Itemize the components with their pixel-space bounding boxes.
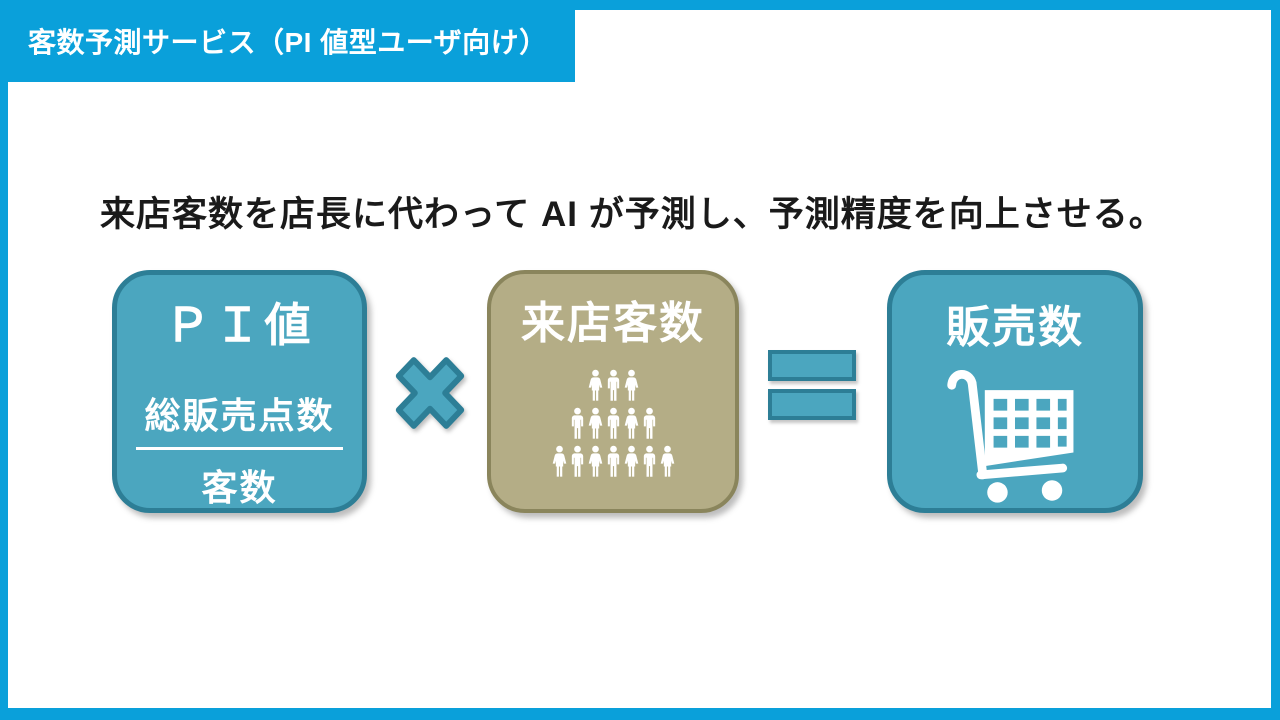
sales-count-box: 販売数 (887, 270, 1143, 513)
fraction-denominator: 客数 (201, 467, 278, 508)
shopping-cart-icon (947, 370, 1074, 503)
person-man-icon (571, 445, 583, 477)
visitor-count-box: 来店客数 (487, 270, 739, 513)
person-woman-icon (624, 407, 638, 439)
person-woman-icon (588, 407, 602, 439)
pi-fraction: 総販売点数 客数 (136, 387, 343, 511)
fraction-numerator: 総販売点数 (136, 387, 343, 450)
people-row (550, 442, 676, 481)
people-row (586, 366, 640, 405)
person-man-icon (643, 445, 655, 477)
person-man-icon (643, 407, 655, 439)
equals-bar-top (768, 350, 856, 381)
people-pyramid (550, 367, 676, 481)
person-woman-icon (588, 369, 602, 401)
title-bar: 客数予測サービス（PI 値型ユーザ向け） (0, 0, 575, 82)
person-man-icon (607, 369, 619, 401)
people-row (568, 404, 658, 443)
equals-bar-bottom (768, 389, 856, 420)
person-man-icon (607, 445, 619, 477)
person-woman-icon (624, 369, 638, 401)
visitor-count-box-title: 来店客数 (521, 299, 705, 348)
person-woman-icon (588, 445, 602, 477)
pi-value-box: ＰＩ値 総販売点数 客数 (112, 270, 367, 513)
slide-heading: 来店客数を店長に代わって AI が予測し、予測精度を向上させる。 (100, 195, 1165, 234)
person-man-icon (571, 407, 583, 439)
person-woman-icon (624, 445, 638, 477)
multiply-icon (395, 357, 465, 429)
slide-title: 客数予測サービス（PI 値型ユーザ向け） (28, 27, 548, 58)
person-man-icon (607, 407, 619, 439)
person-woman-icon (552, 445, 566, 477)
person-woman-icon (660, 445, 674, 477)
pi-value-box-title: ＰＩ値 (164, 299, 315, 351)
sales-count-box-title: 販売数 (946, 303, 1084, 352)
equals-icon (768, 350, 856, 420)
